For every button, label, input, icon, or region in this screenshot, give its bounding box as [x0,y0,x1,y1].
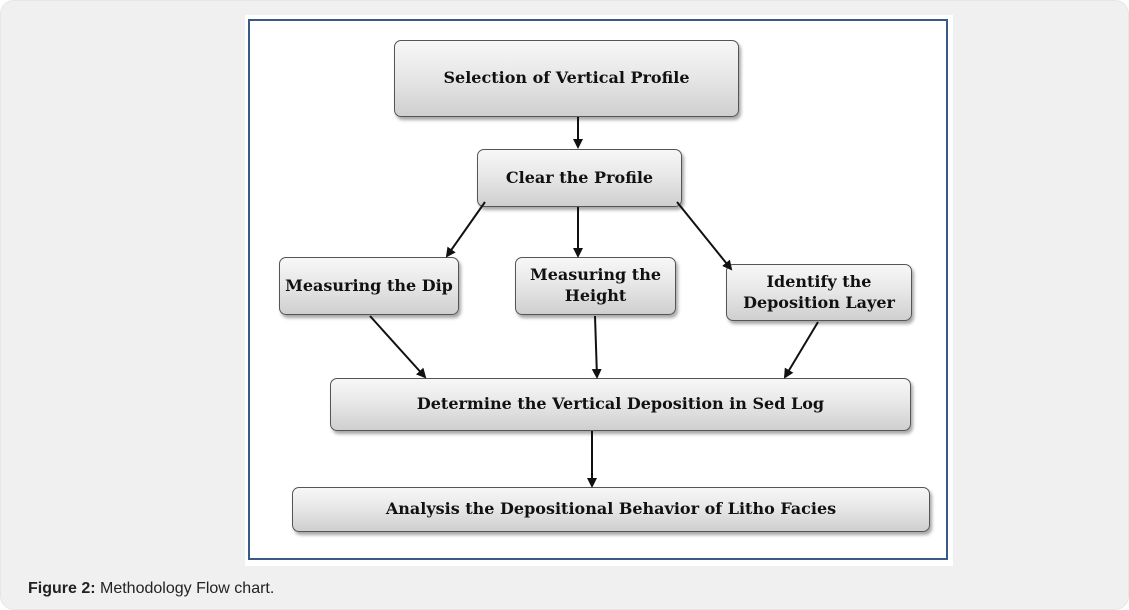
node-label-line2: Deposition Layer [743,292,895,312]
caption-label: Figure 2: [28,580,96,597]
node-label: Measuring the Dip [285,275,453,295]
node-label: Determine the Vertical Deposition in Sed… [416,394,825,414]
node-clear-the-profile: Clear the Profile [477,149,682,207]
node-determine-vertical-deposition: Determine the Vertical Deposition in Sed… [330,378,911,431]
node-label-line2: Height [564,286,627,305]
node-label: Clear the Profile [505,167,654,187]
figure-caption: Figure 2: Methodology Flow chart. [28,580,274,598]
caption-text: Methodology Flow chart. [95,580,275,597]
node-label: Analysis the Depositional Behavior of Li… [385,499,837,519]
node-label-line1: Identify the [766,271,872,291]
node-identify-the-deposition-layer: Identify the Deposition Layer [726,264,912,321]
node-measuring-the-height: Measuring the Height [515,257,676,315]
node-label-line1: Measuring the [530,265,661,285]
node-measuring-the-dip: Measuring the Dip [279,257,459,315]
node-selection-of-vertical-profile: Selection of Vertical Profile [394,40,739,117]
node-analysis-depositional-behavior: Analysis the Depositional Behavior of Li… [292,487,930,532]
figure-border [248,19,948,560]
node-label: Selection of Vertical Profile [443,68,690,88]
